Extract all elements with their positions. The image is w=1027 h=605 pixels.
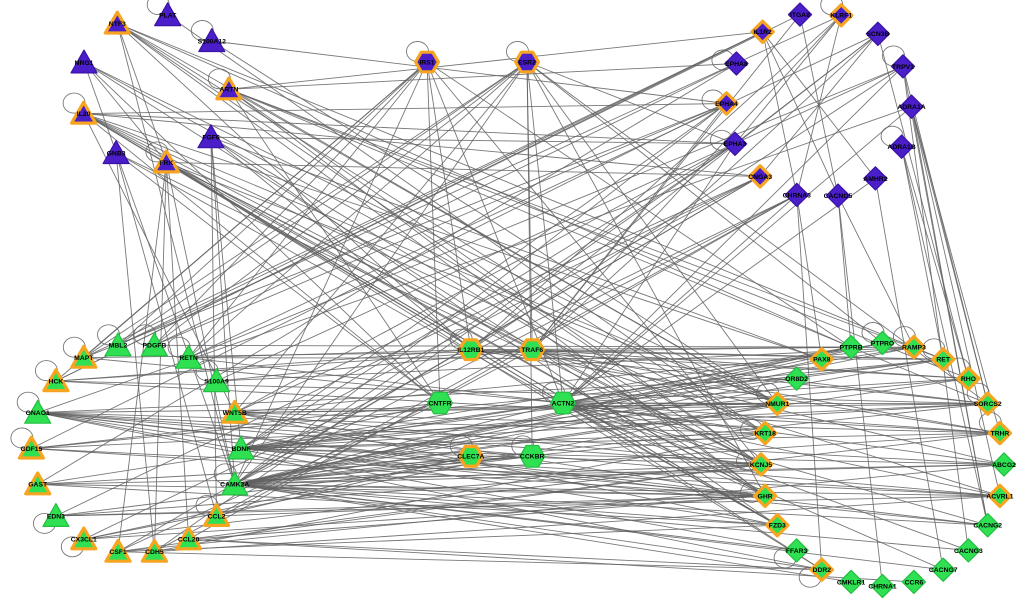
svg-text:GNAO1: GNAO1 <box>26 410 50 417</box>
svg-text:CX3CL1: CX3CL1 <box>71 537 97 544</box>
svg-text:OR8D2: OR8D2 <box>785 376 808 383</box>
svg-text:ACTN2: ACTN2 <box>552 400 575 407</box>
svg-text:S100A9: S100A9 <box>204 379 229 386</box>
svg-text:RHO: RHO <box>961 376 976 383</box>
svg-text:IL20: IL20 <box>77 111 91 118</box>
svg-text:FFAR3: FFAR3 <box>786 548 808 555</box>
svg-text:GAST: GAST <box>28 482 48 489</box>
svg-text:EPHA8: EPHA8 <box>725 61 748 68</box>
svg-text:CACNG3: CACNG3 <box>954 548 983 555</box>
svg-text:SCN3B: SCN3B <box>866 31 889 38</box>
svg-text:GHR: GHR <box>758 493 773 500</box>
svg-text:CCL20: CCL20 <box>178 537 200 544</box>
svg-text:PTPRO: PTPRO <box>871 340 894 347</box>
svg-text:ITGA8: ITGA8 <box>790 12 810 19</box>
svg-text:CCKBR: CCKBR <box>520 454 545 461</box>
svg-text:NTF3: NTF3 <box>109 21 126 28</box>
svg-text:TRAF6: TRAF6 <box>521 347 543 354</box>
svg-text:CCR6: CCR6 <box>905 579 924 586</box>
svg-text:PLAT: PLAT <box>159 13 177 20</box>
svg-text:CHRNA1: CHRNA1 <box>868 583 897 590</box>
svg-text:ABCG2: ABCG2 <box>992 462 1016 469</box>
svg-text:CACNG5: CACNG5 <box>824 193 853 200</box>
svg-text:ADRA1A: ADRA1A <box>897 104 925 111</box>
svg-text:EPHA4: EPHA4 <box>715 101 738 108</box>
svg-text:RETN: RETN <box>179 355 198 362</box>
svg-text:CNGA3: CNGA3 <box>748 174 772 181</box>
svg-text:IL1R2: IL1R2 <box>753 29 772 36</box>
svg-text:FRK: FRK <box>159 160 173 167</box>
svg-text:FZD3: FZD3 <box>769 523 786 530</box>
svg-text:NMUR1: NMUR1 <box>765 401 789 408</box>
svg-text:RAMP3: RAMP3 <box>902 345 926 352</box>
svg-text:EDN3: EDN3 <box>47 513 65 520</box>
svg-text:CCL2: CCL2 <box>208 513 226 520</box>
svg-text:CDH5: CDH5 <box>145 549 164 556</box>
svg-text:GDF15: GDF15 <box>20 446 42 453</box>
svg-text:NRG1: NRG1 <box>75 60 94 67</box>
svg-text:CMKLR1: CMKLR1 <box>837 579 866 586</box>
svg-text:ESR2: ESR2 <box>518 59 536 66</box>
svg-text:PTPRB: PTPRB <box>840 345 863 352</box>
svg-text:MBL2: MBL2 <box>109 343 128 350</box>
svg-text:CSF1: CSF1 <box>109 549 127 556</box>
svg-text:MAPT: MAPT <box>74 355 94 362</box>
svg-text:SORCS2: SORCS2 <box>974 401 1002 408</box>
svg-text:CAMK2A: CAMK2A <box>220 482 249 489</box>
svg-text:FGF6: FGF6 <box>202 135 220 142</box>
svg-text:KLRF1: KLRF1 <box>830 13 852 20</box>
svg-text:TRHR: TRHR <box>990 431 1009 438</box>
svg-text:DDR2: DDR2 <box>813 567 832 574</box>
svg-text:EPHA3: EPHA3 <box>724 141 747 148</box>
svg-text:BDNF: BDNF <box>232 446 251 453</box>
svg-text:IRS1: IRS1 <box>419 59 434 66</box>
svg-text:S100A12: S100A12 <box>198 38 227 45</box>
svg-text:ARTN: ARTN <box>219 87 238 94</box>
svg-text:KRT18: KRT18 <box>754 431 776 438</box>
svg-text:ADRA1B: ADRA1B <box>887 144 915 151</box>
svg-text:CLEC7A: CLEC7A <box>457 454 484 461</box>
svg-text:ACVRL1: ACVRL1 <box>986 493 1013 500</box>
svg-text:AMHR2: AMHR2 <box>863 176 887 183</box>
svg-text:RET: RET <box>936 357 950 364</box>
svg-text:PDGFB: PDGFB <box>143 343 167 350</box>
svg-text:IL12RB1: IL12RB1 <box>457 347 484 354</box>
svg-text:PAX8: PAX8 <box>813 357 830 364</box>
svg-text:TRPV1: TRPV1 <box>892 64 914 71</box>
svg-text:CNTFR: CNTFR <box>428 400 451 407</box>
svg-text:CHRNA3: CHRNA3 <box>783 192 812 199</box>
svg-text:KCNJ5: KCNJ5 <box>750 462 773 469</box>
svg-text:HCK: HCK <box>49 379 64 386</box>
svg-text:CACNG7: CACNG7 <box>929 567 958 574</box>
svg-text:WNT5B: WNT5B <box>223 410 247 417</box>
svg-text:CACNG2: CACNG2 <box>973 523 1002 530</box>
svg-text:GNB3: GNB3 <box>107 150 126 157</box>
